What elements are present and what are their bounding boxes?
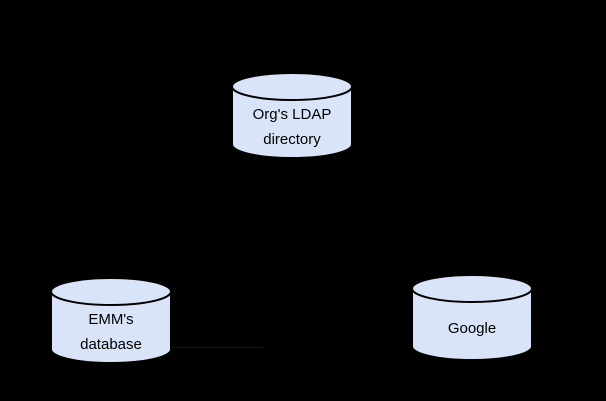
cylinder-body-shape [231, 86, 353, 159]
node-emms-database: EMM's database [50, 277, 172, 364]
cylinder-body-shape [50, 291, 172, 364]
cylinder-top-shape [231, 72, 353, 101]
faint-connector-line [172, 347, 263, 348]
cylinder-body-shape [411, 288, 533, 361]
node-label-line2: directory [263, 130, 321, 148]
cylinder-top-shape [411, 274, 533, 303]
cylinder-top-shape [50, 277, 172, 306]
node-orgs-ldap-directory: Org's LDAP directory [231, 72, 353, 159]
node-google: Google [411, 274, 533, 361]
node-label-line2: database [80, 335, 142, 353]
node-label-line1: EMM's [88, 310, 134, 328]
node-label: Google [411, 298, 533, 359]
node-label-line1: Google [447, 320, 497, 337]
node-label-line1: Org's LDAP [252, 105, 332, 123]
node-label: EMM's database [50, 301, 172, 362]
database-cylinder-icon [411, 274, 533, 361]
database-cylinder-icon [231, 72, 353, 159]
node-label: Org's LDAP directory [231, 96, 353, 157]
database-cylinder-icon [50, 277, 172, 364]
